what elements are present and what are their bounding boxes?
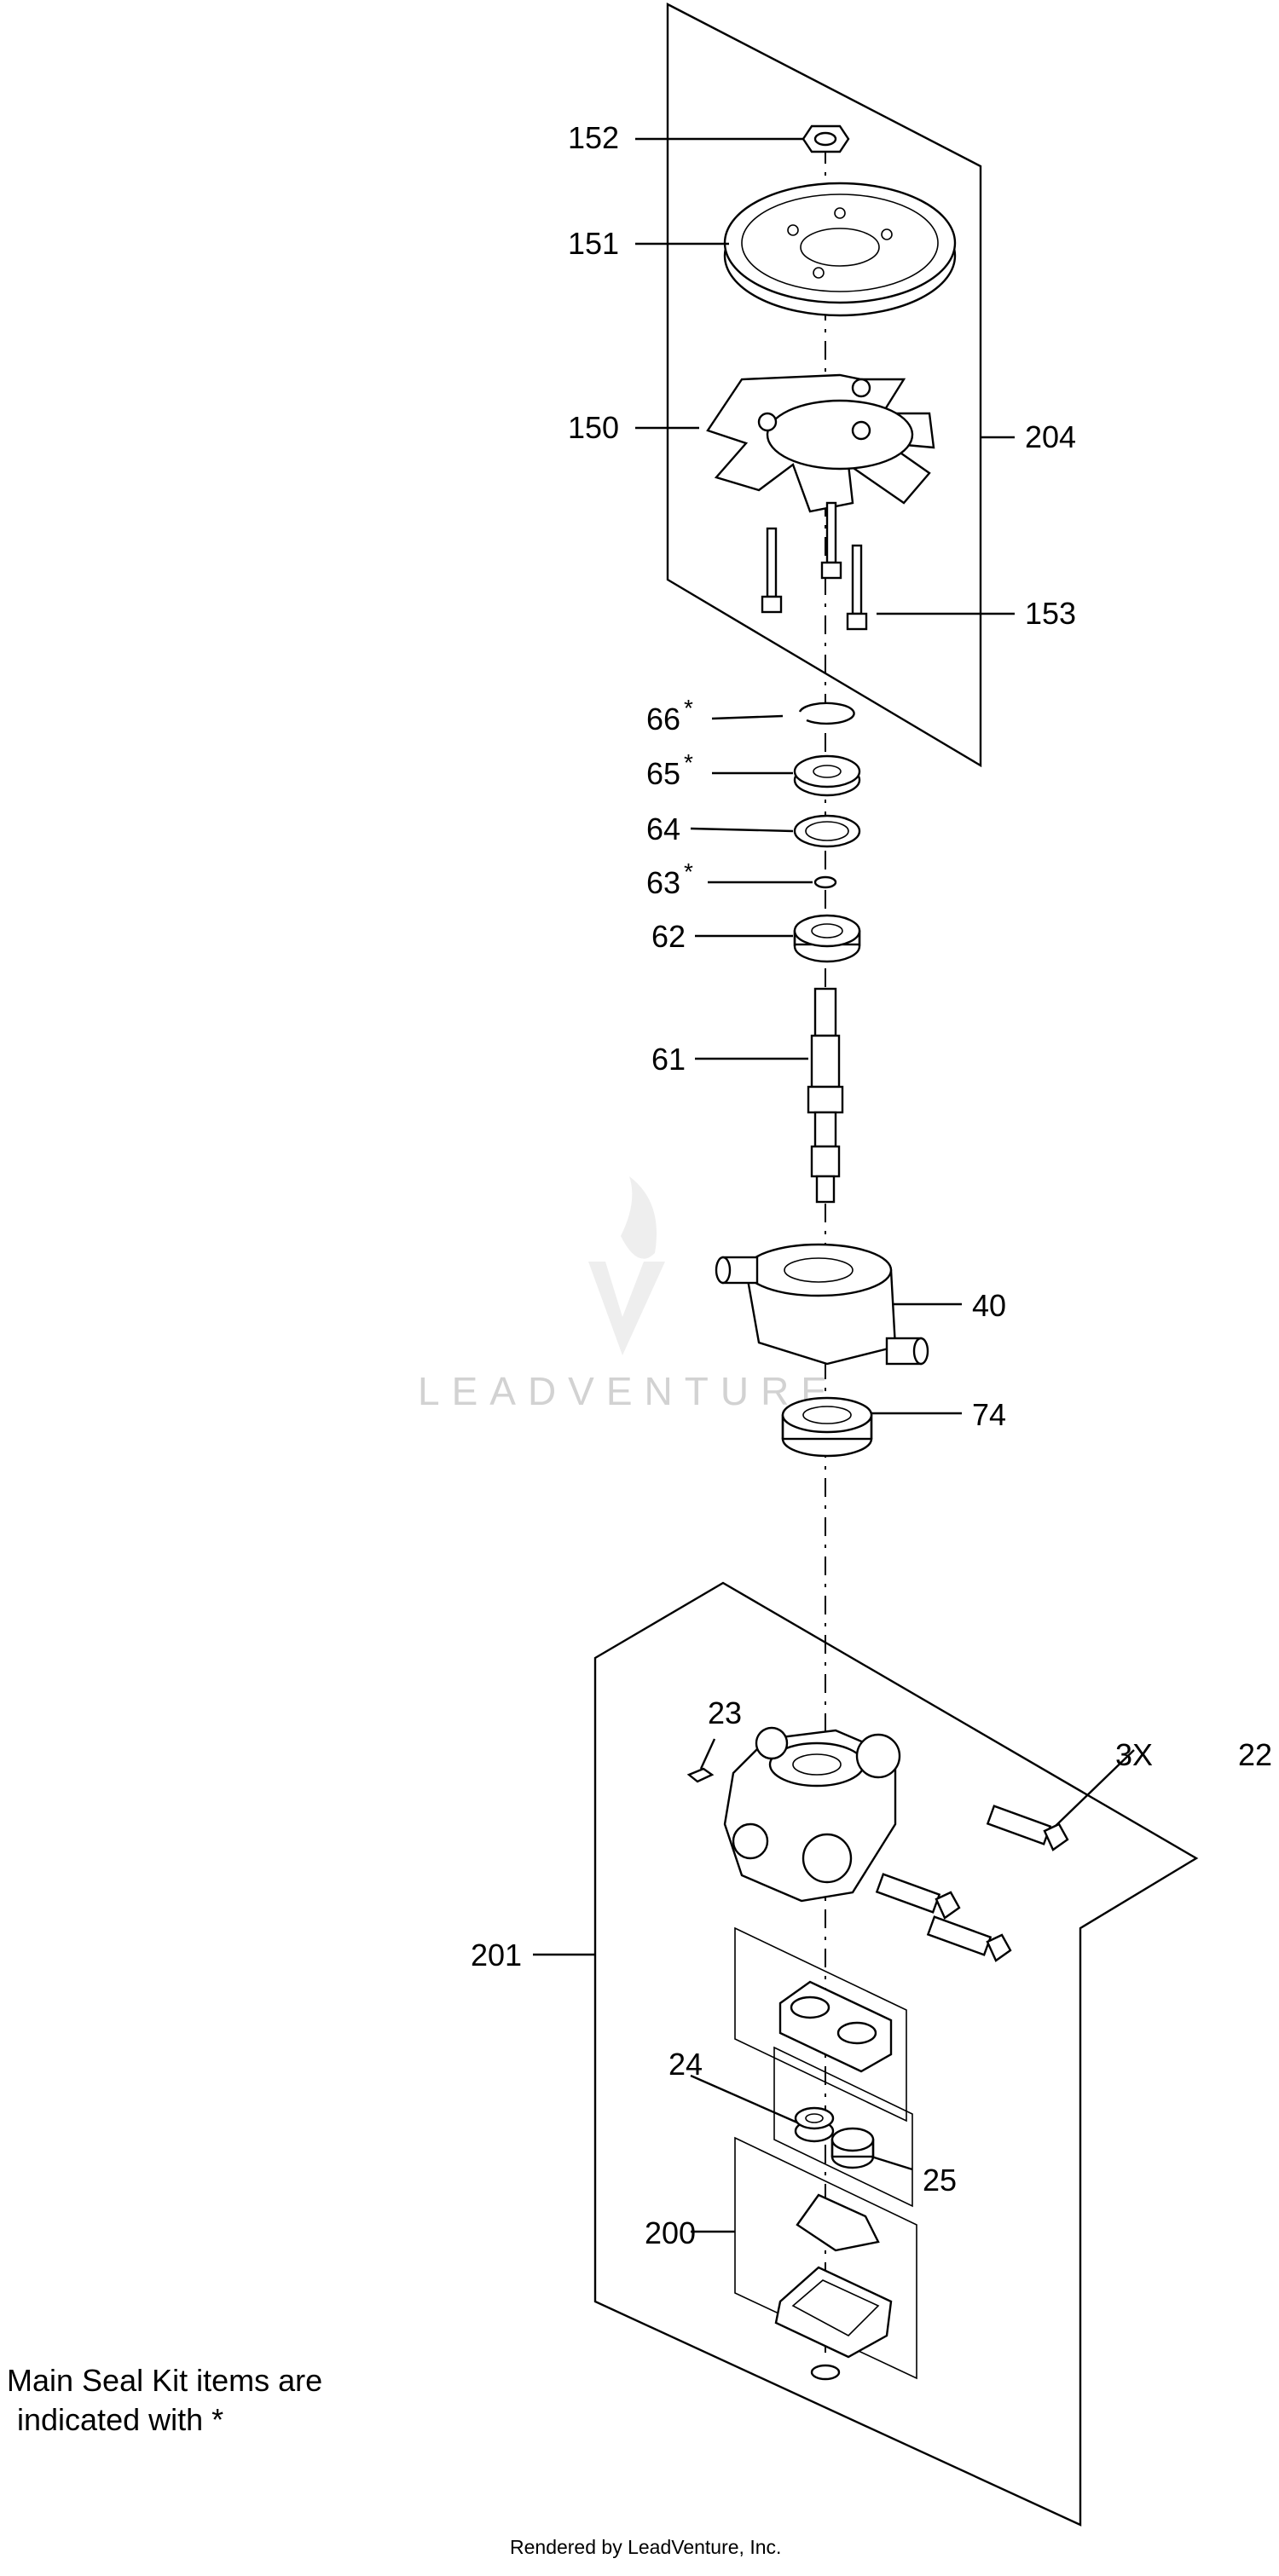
callout-74: 74 (972, 1397, 1006, 1432)
part-40-swashplate (715, 1243, 929, 1366)
part-22-bolts (875, 1805, 1069, 1962)
seal-kit-note: Main Seal Kit items are indicated with * (7, 2361, 322, 2440)
callout-150: 150 (568, 410, 619, 445)
callout-62: 62 (651, 919, 686, 954)
seal-kit-note-line2: indicated with * (17, 2402, 224, 2437)
part-62-bearing (793, 914, 861, 963)
leader-lines (533, 137, 1135, 2233)
group-panel-201 (593, 1581, 1199, 2527)
part-200-filter (774, 2193, 893, 2381)
callout-24: 24 (668, 2047, 703, 2082)
callout-151: 151 (568, 226, 619, 261)
housing-block (723, 1726, 901, 1903)
callout-64: 64 (646, 811, 680, 846)
subgroup-panel-200 (734, 2136, 917, 2380)
part-65-seal (793, 754, 861, 797)
callout-labels: 152 151 150 204 153 66 * 65 * 64 63 * 62… (471, 120, 1272, 2250)
callout-66: 66 (646, 702, 680, 736)
callout-152: 152 (568, 120, 619, 155)
part-150-fan (706, 373, 935, 513)
group-panel-204 (666, 3, 982, 768)
callout-200: 200 (645, 2215, 696, 2250)
callout-61: 61 (651, 1042, 686, 1077)
callout-3x: 3X (1115, 1737, 1153, 1772)
callout-25: 25 (923, 2163, 957, 2198)
part-24-check-valve (794, 2106, 835, 2143)
watermark-logo (588, 1176, 665, 1355)
part-66-retaining-ring (798, 702, 855, 725)
callout-40: 40 (972, 1288, 1006, 1323)
part-74-thrust-bearing (781, 1396, 873, 1458)
callout-201: 201 (471, 1938, 522, 1972)
part-25-check-valve (830, 2127, 875, 2169)
subgroup-panel-upper (734, 1926, 907, 2123)
callout-204: 204 (1025, 419, 1076, 454)
callout-65-star: * (684, 749, 693, 776)
part-61-shaft (807, 987, 844, 1204)
part-152-nut (802, 124, 850, 153)
callout-22: 22 (1238, 1737, 1272, 1772)
subgroup-panel-middle (773, 2046, 913, 2208)
part-23-key (686, 1767, 715, 1783)
cover-plate (778, 1980, 893, 2073)
callout-23: 23 (708, 1695, 742, 1730)
callout-66-star: * (684, 695, 693, 721)
seal-kit-note-line1: Main Seal Kit items are (7, 2363, 323, 2398)
watermark-text: LEADVENTURE (418, 1369, 839, 1413)
callout-65: 65 (646, 756, 680, 791)
callout-63-star: * (684, 858, 693, 885)
callout-63: 63 (646, 865, 680, 900)
callout-153: 153 (1025, 596, 1076, 631)
part-153-screws (761, 501, 868, 631)
part-151-pulley (723, 182, 957, 317)
part-64-washer (793, 814, 861, 848)
part-63-o-ring (813, 875, 837, 889)
rendered-by-credit: Rendered by LeadVenture, Inc. (510, 2536, 782, 2558)
